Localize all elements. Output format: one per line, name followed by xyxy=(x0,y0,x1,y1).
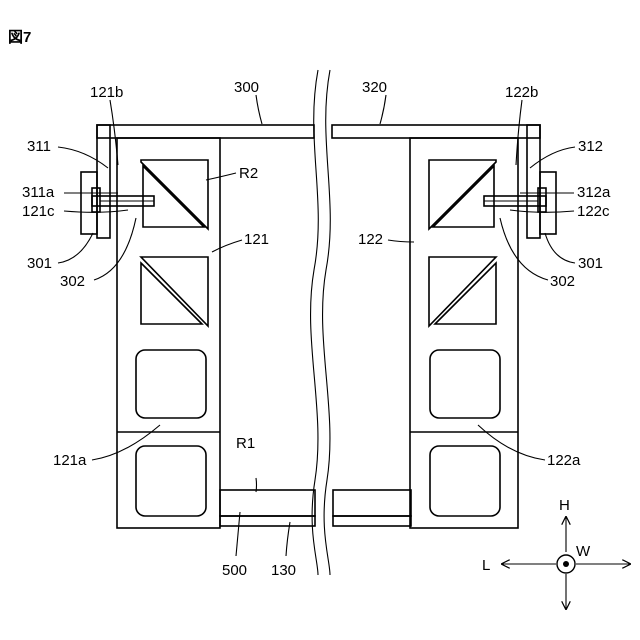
top-plate-300 xyxy=(97,125,314,138)
label-320: 320 xyxy=(362,79,387,96)
label-122c: 122c xyxy=(577,203,610,220)
break-lines xyxy=(311,70,331,575)
left-side-wall-311 xyxy=(81,125,110,238)
top-plate-320 xyxy=(332,125,540,138)
label-121b: 121b xyxy=(90,84,123,101)
label-122b: 122b xyxy=(505,84,538,101)
compass-label-left: L xyxy=(482,557,490,574)
label-300: 300 xyxy=(234,79,259,96)
label-312a: 312a xyxy=(577,184,611,201)
left-bolt-301 xyxy=(92,188,154,212)
compass-label-center: W xyxy=(576,543,591,560)
bottom-plate-130 xyxy=(220,516,411,526)
label-122: 122 xyxy=(358,231,383,248)
direction-compass: H L W xyxy=(482,497,630,609)
label-311a: 311a xyxy=(22,184,55,201)
label-121: 121 xyxy=(244,231,269,248)
label-121c: 121c xyxy=(22,203,55,220)
label-121a: 121a xyxy=(53,452,87,469)
compass-label-up: H xyxy=(559,497,570,514)
label-130: 130 xyxy=(271,562,296,579)
label-500: 500 xyxy=(222,562,247,579)
label-312: 312 xyxy=(578,138,603,155)
label-122a: 122a xyxy=(547,452,581,469)
label-311: 311 xyxy=(27,138,51,155)
label-302-left: 302 xyxy=(60,273,85,290)
label-R1: R1 xyxy=(236,435,255,452)
label-301-right: 301 xyxy=(578,255,603,272)
bottom-member-500 xyxy=(220,490,411,516)
label-R2: R2 xyxy=(239,165,258,182)
figure-number: 図7 xyxy=(8,29,31,46)
label-301-left: 301 xyxy=(27,255,52,272)
label-302-right: 302 xyxy=(550,273,575,290)
right-side-wall-312 xyxy=(527,125,556,238)
